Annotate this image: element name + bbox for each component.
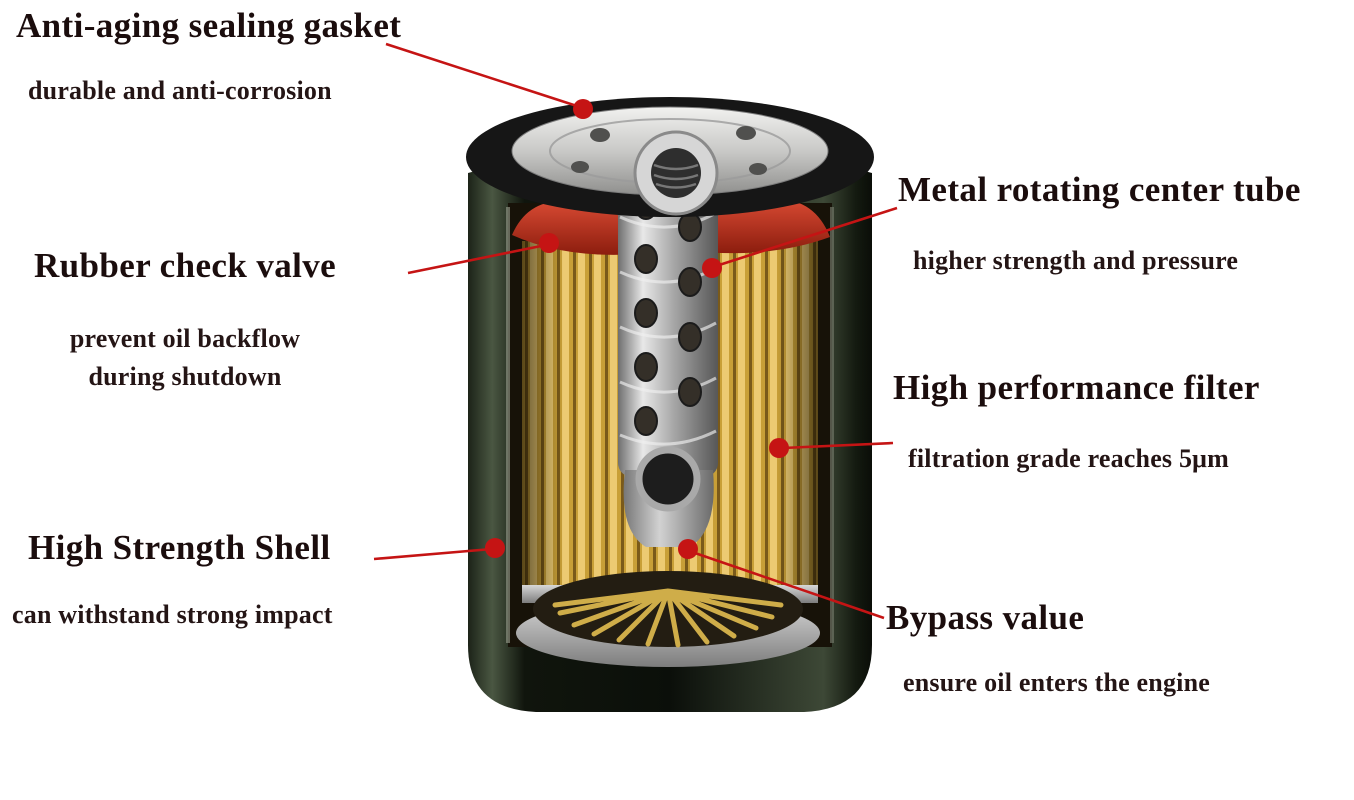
threaded-inlet: [651, 148, 701, 198]
callout-filter-title: High performance filter: [893, 368, 1260, 407]
callout-check-valve-desc-line1: prevent oil backflow: [69, 324, 301, 353]
callout-filter-desc: filtration grade reaches 5μm: [908, 444, 1229, 473]
callout-check-valve-title: Rubber check valve: [34, 246, 337, 285]
callout-center-tube-title: Metal rotating center tube: [898, 170, 1301, 209]
callout-bypass-desc: ensure oil enters the engine: [903, 668, 1210, 697]
callout-bypass-title: Bypass value: [886, 598, 1085, 637]
callout-center-tube-desc: higher strength and pressure: [913, 246, 1239, 275]
callout-shell-desc: can withstand strong impact: [12, 600, 333, 629]
callout-check-valve-desc-line2: during shutdown: [88, 361, 282, 391]
callout-gasket-title: Anti-aging sealing gasket: [16, 6, 402, 45]
cap-plate-holes: [571, 126, 767, 175]
bypass-valve-hole: [635, 446, 701, 512]
callout-check-valve-desc: prevent oil backflow during shutdown: [20, 320, 350, 395]
oil-filter-illustration: [466, 97, 874, 712]
callout-shell-title: High Strength Shell: [28, 528, 331, 567]
callout-gasket-desc: durable and anti-corrosion: [28, 76, 332, 105]
top-cap: [466, 97, 874, 217]
